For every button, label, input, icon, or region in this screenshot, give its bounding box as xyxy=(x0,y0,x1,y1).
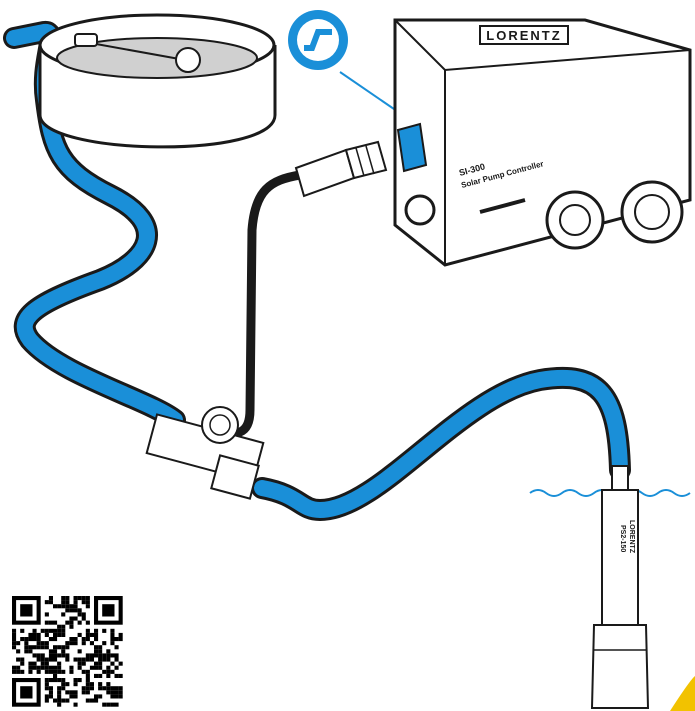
water-tank xyxy=(40,15,275,147)
pump-label-upper: LORENTZ xyxy=(628,520,635,554)
corner-accent xyxy=(670,676,695,711)
cable-connector xyxy=(296,142,386,196)
pump-controller: LORENTZ SI-300 Solar Pump Controller xyxy=(395,20,690,265)
qr-code-icon xyxy=(12,596,123,707)
pump-label-lower: PS2-150 xyxy=(619,525,626,552)
input-port xyxy=(406,196,434,224)
controller-brand: LORENTZ xyxy=(486,28,561,43)
sensor-port xyxy=(398,124,426,171)
flow-sensor-badge-icon xyxy=(288,10,410,120)
submersible-pump: LORENTZ PS2-150 xyxy=(592,466,648,708)
sensor-cable xyxy=(240,175,300,432)
